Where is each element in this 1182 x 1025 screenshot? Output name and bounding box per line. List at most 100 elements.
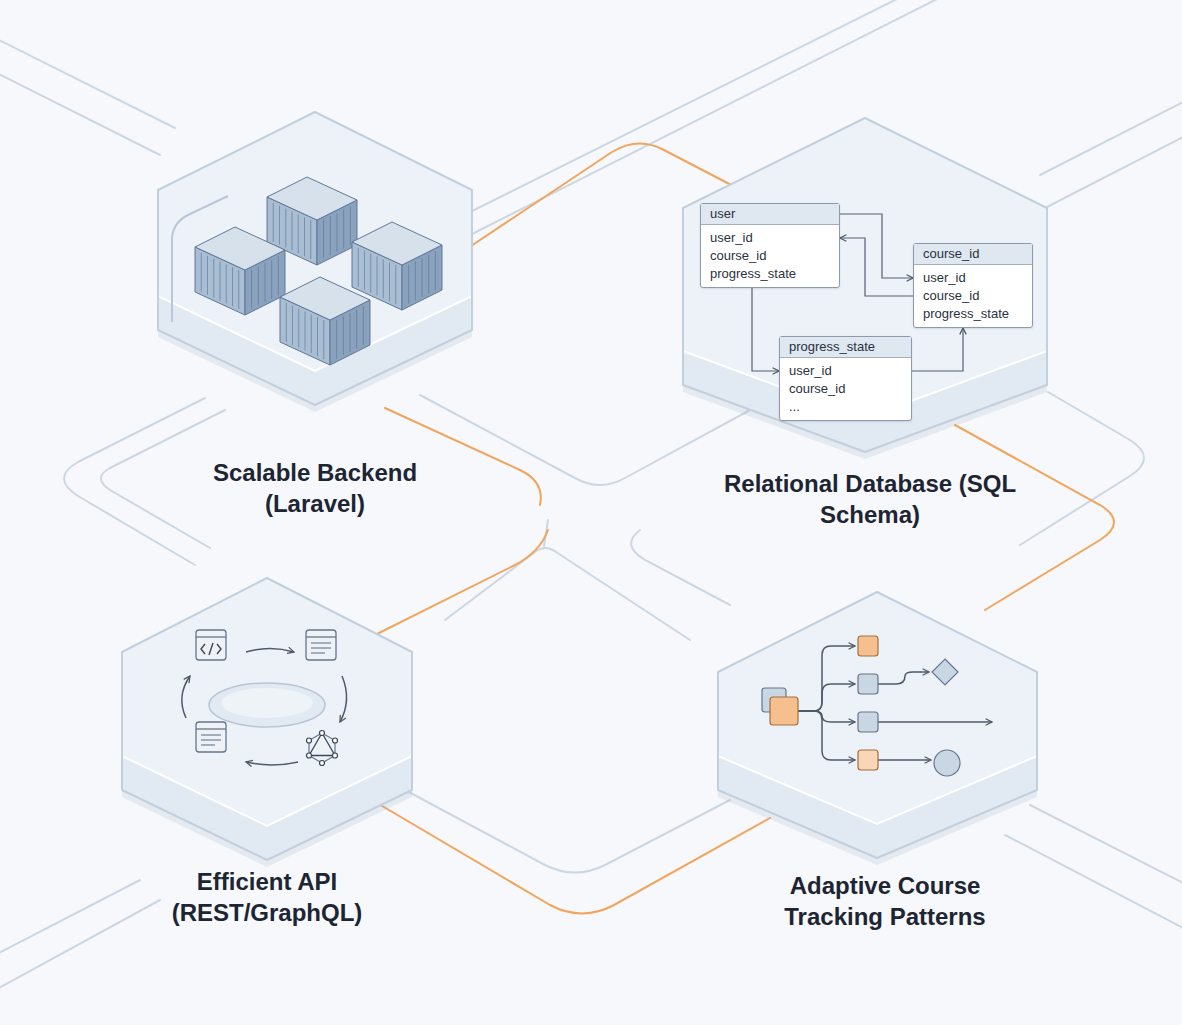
container-rib (422, 258, 423, 297)
container-rib (415, 261, 416, 300)
tile-label: Efficient API (REST/GraphQL) (117, 866, 417, 928)
road (1040, 100, 1182, 175)
flow-arrow (878, 759, 931, 761)
graphql-dot (307, 738, 312, 743)
table-header: progress_state (780, 337, 911, 358)
road (0, 880, 140, 955)
container-rib (337, 213, 338, 252)
hex-outline (140, 100, 490, 520)
table-field: course_id (923, 287, 1023, 305)
container-rib (251, 270, 252, 309)
doc-frame (306, 630, 336, 660)
container-rib (207, 256, 208, 295)
flow-square (858, 712, 878, 732)
flow-arrow (878, 721, 992, 723)
graphql-hex (309, 733, 335, 763)
relation-arrow (912, 328, 963, 371)
tile-face (122, 578, 412, 860)
relation-arrow (840, 214, 913, 278)
cycle-arrow (246, 762, 298, 765)
flow-branch (798, 646, 855, 711)
table-body: user_idcourse_idprogress_state (914, 265, 1032, 327)
container-rib (370, 254, 371, 293)
table-header: user (701, 204, 839, 225)
container-rib (220, 262, 221, 301)
graphql-triangle (309, 733, 335, 756)
relation-arrow (840, 238, 913, 296)
hex-tile: Adaptive Course Tracking Patterns (700, 582, 1060, 982)
road (1020, 392, 1144, 545)
road (0, 38, 175, 128)
tile-label: Scalable Backend (Laravel) (165, 457, 465, 519)
document-icon (306, 630, 336, 660)
container-rib (343, 210, 344, 249)
cycle-arrow (182, 676, 190, 718)
container-rib (317, 317, 318, 356)
code-glyph (201, 643, 221, 655)
doc-bar (306, 636, 336, 637)
road (445, 548, 690, 640)
orange-route (365, 143, 1114, 913)
container-rib (271, 260, 272, 299)
container-rib (226, 264, 227, 303)
tile-base (122, 756, 412, 860)
schema-table: course_iduser_idcourse_idprogress_state (913, 243, 1033, 328)
road (1005, 835, 1182, 930)
road (631, 530, 730, 605)
container-rib (305, 312, 306, 351)
road (64, 398, 205, 565)
hex-border (718, 592, 1037, 858)
flow-branch (798, 711, 855, 760)
flow-square (858, 674, 878, 694)
table-field: progress_state (923, 305, 1023, 323)
cycle-arrow (340, 676, 347, 722)
container-rib (323, 220, 324, 259)
container-rib (304, 217, 305, 256)
graphql-dot (320, 731, 325, 736)
route-line (385, 408, 541, 505)
cycle-disc-top (221, 688, 313, 718)
container-rib (298, 214, 299, 253)
route-line (365, 530, 548, 640)
tracking-flow-icon (762, 636, 992, 776)
flow-branch (798, 711, 855, 722)
document-icon (196, 722, 226, 752)
container-rib (273, 203, 274, 242)
tile-title: Relational Database (SQL Schema) (720, 470, 1020, 528)
container-rib (364, 251, 365, 290)
flow-arrow (878, 672, 929, 684)
tile-title: Efficient API (REST/GraphQL) (168, 868, 367, 926)
flow-branch (798, 684, 855, 711)
container-rib (323, 320, 324, 359)
code-window-icon (196, 630, 226, 660)
container-rib (278, 256, 279, 295)
container-rib (336, 320, 337, 359)
road (0, 900, 160, 990)
container-rib (395, 265, 396, 304)
table-field: progress_state (710, 265, 830, 283)
container-rib (258, 266, 259, 305)
container-rib (298, 309, 299, 348)
hex-border (683, 118, 1047, 452)
table-field: user_id (710, 229, 830, 247)
hex-border (158, 112, 472, 405)
container-rib (363, 306, 364, 345)
tile-label: Relational Database (SQL Schema) (720, 468, 1020, 530)
container-rib (285, 209, 286, 248)
tile-title: Adaptive Course Tracking Patterns (780, 872, 989, 930)
tile-face (683, 118, 1047, 452)
tile-label: Adaptive Course Tracking Patterns (735, 870, 1035, 932)
tile-fills (122, 112, 1047, 867)
table-field: user_id (923, 269, 1023, 287)
road (1030, 805, 1182, 885)
hex-tile: Efficient API (REST/GraphQL) (105, 570, 435, 980)
road (0, 72, 160, 155)
container-rib (286, 303, 287, 342)
container-rib (330, 216, 331, 255)
road (101, 410, 225, 548)
relation-arrow (752, 288, 779, 371)
container-rib (310, 220, 311, 259)
